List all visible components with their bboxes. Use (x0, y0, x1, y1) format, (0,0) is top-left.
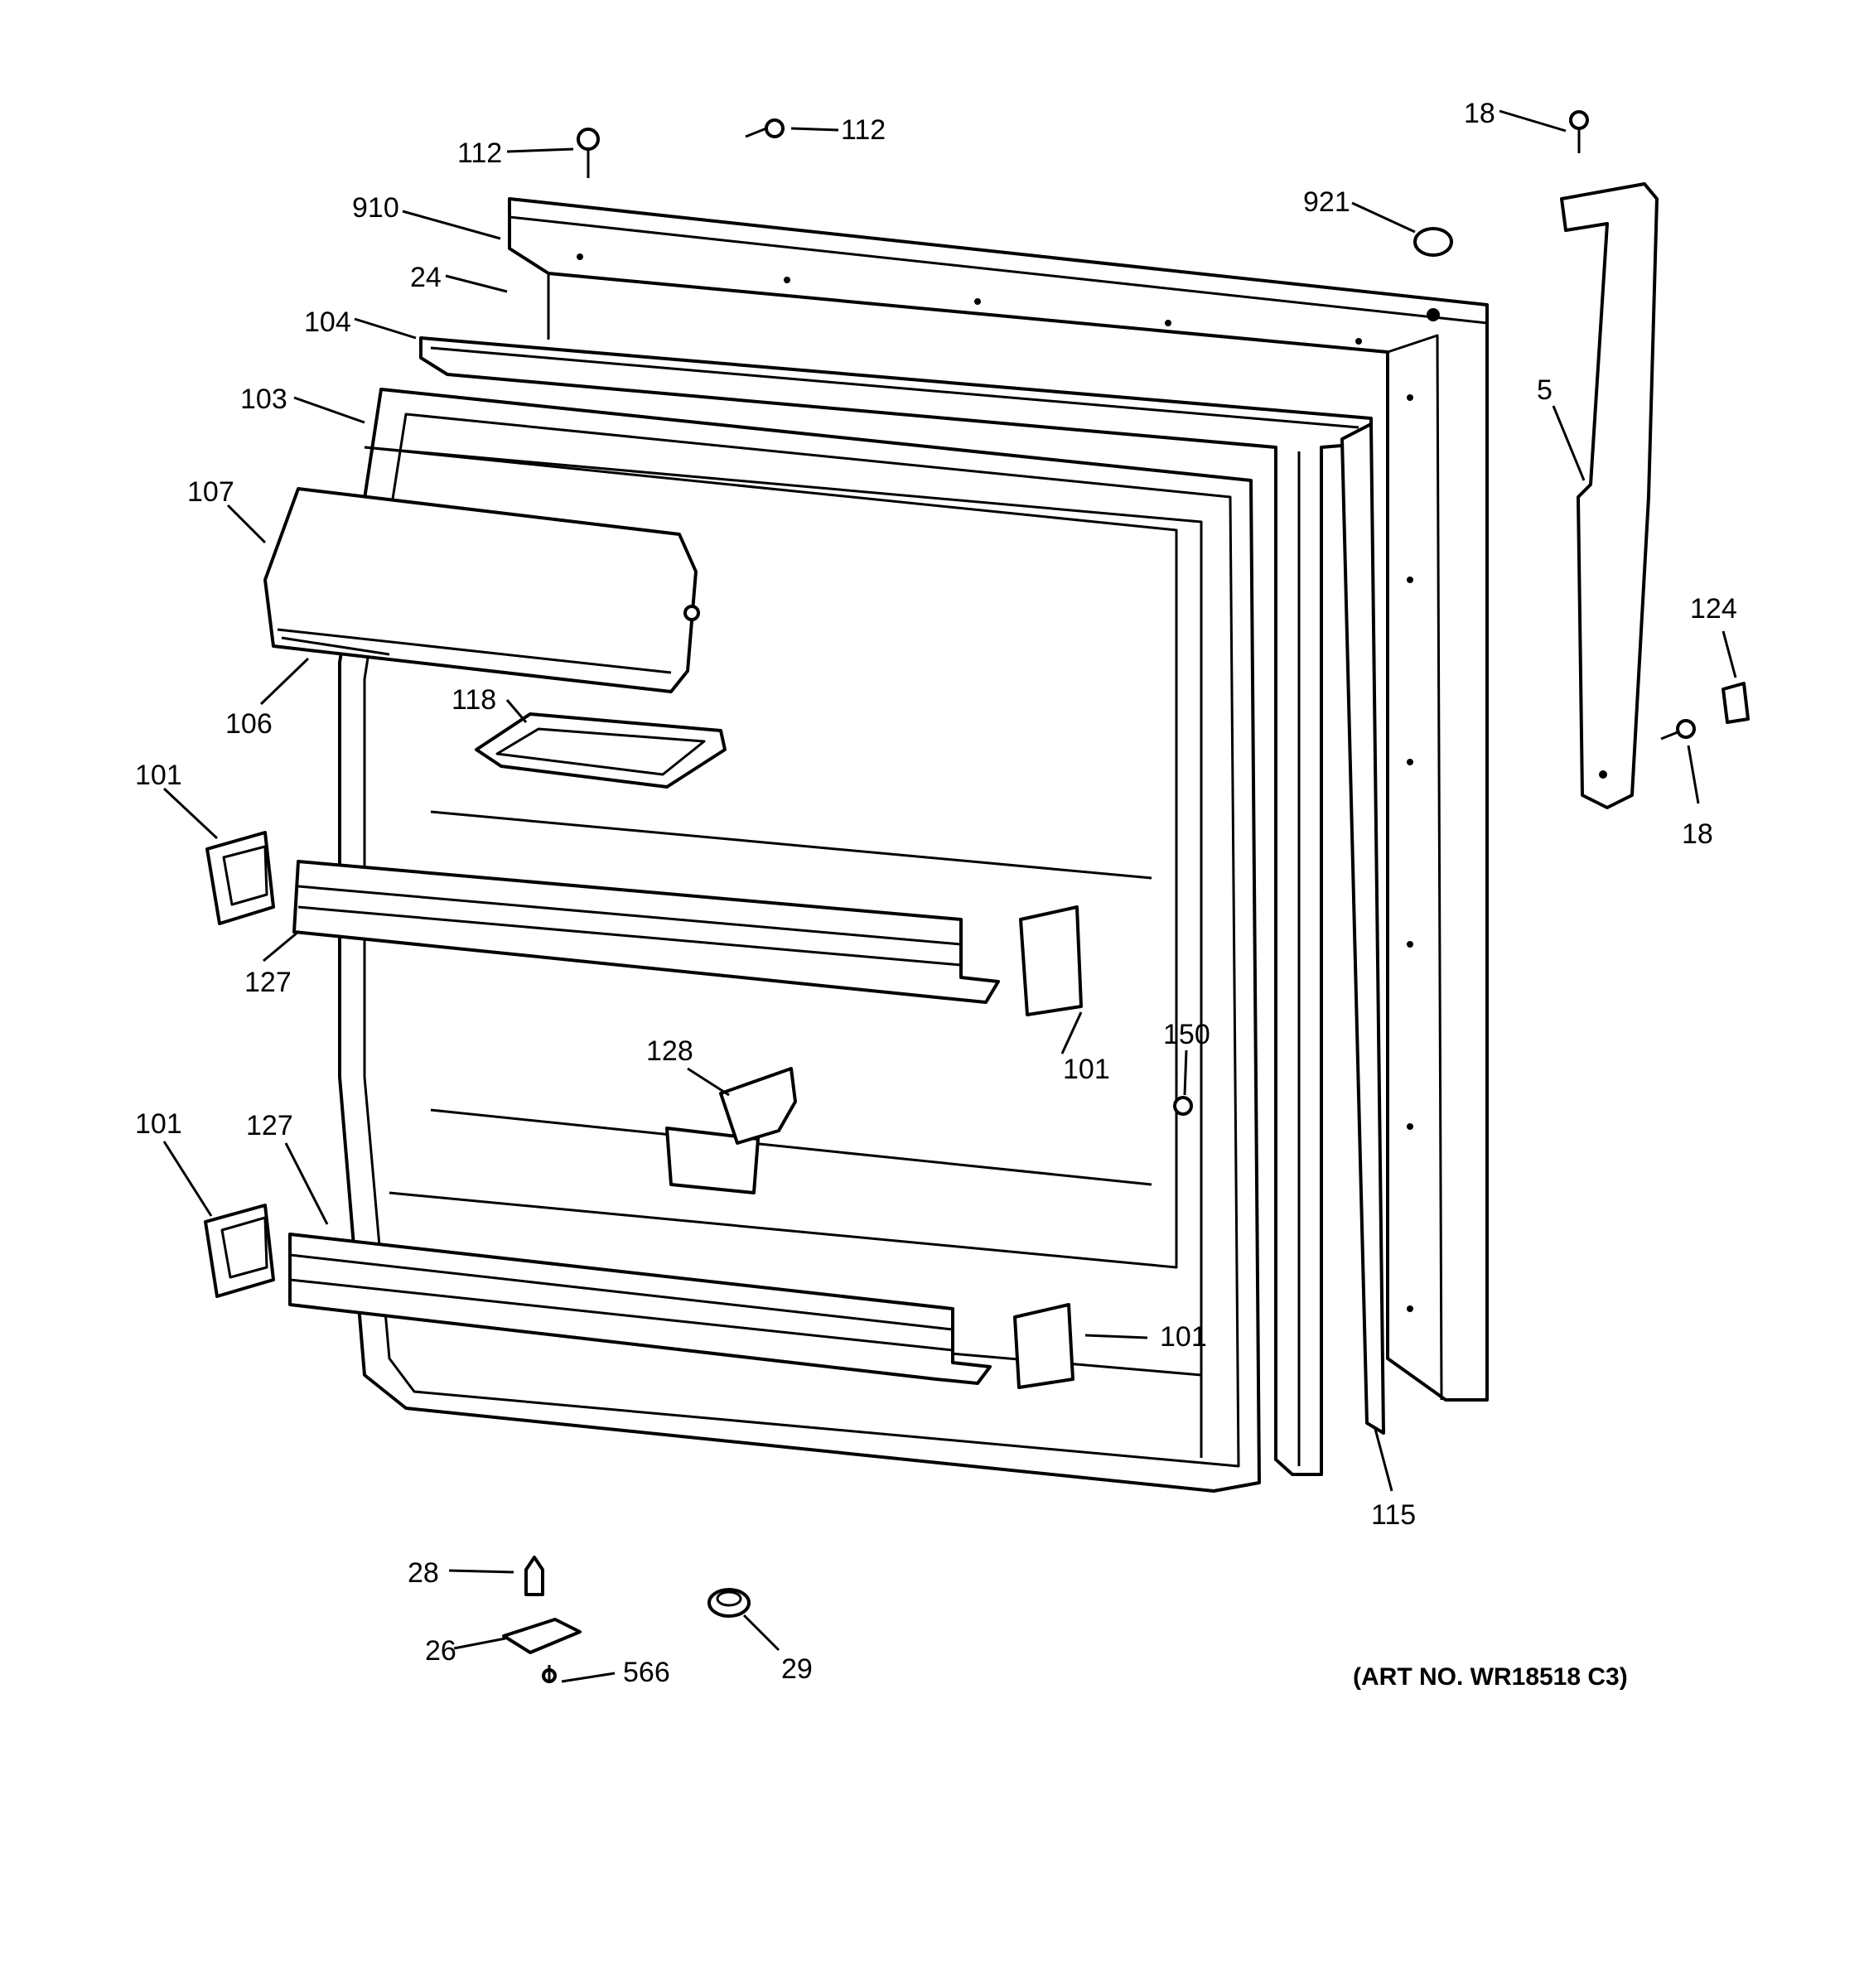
dairy-tray-118 (475, 712, 727, 789)
cap-124 (1722, 682, 1750, 724)
bumper-29 (707, 1588, 751, 1618)
callout-18-right: 18 (1682, 818, 1713, 850)
callout-127-lower: 127 (246, 1110, 293, 1141)
callout-18-top: 18 (1464, 98, 1495, 129)
callout-124: 124 (1690, 593, 1737, 625)
shelf-end-cap-101-right-upper (1019, 905, 1083, 1016)
callout-101-left-upper: 101 (135, 760, 182, 791)
callout-101-left-lower: 101 (135, 1108, 182, 1140)
shelf-bar-127-upper (292, 860, 1000, 1004)
hinge-5 (1560, 182, 1659, 809)
outer-door-910 (508, 197, 1489, 1402)
part-28 (524, 1556, 544, 1596)
callout-5: 5 (1537, 374, 1553, 406)
callout-26: 26 (425, 1635, 456, 1667)
screw-112-right (745, 118, 785, 138)
callout-921: 921 (1303, 186, 1350, 218)
screw-566 (542, 1665, 557, 1683)
screw-18-top (1569, 110, 1589, 153)
shelf-end-cap-101-right-lower (1013, 1303, 1074, 1389)
callout-115: 115 (1371, 1499, 1416, 1531)
screw-112-left (577, 128, 600, 178)
liner-upper-recess (364, 446, 1178, 1269)
callout-labels: 112 112 18 910 921 24 104 103 5 107 124 … (135, 98, 1737, 1691)
art-number-label: (ART NO. WR18518 C3) (1353, 1663, 1628, 1691)
callout-28: 28 (408, 1557, 439, 1589)
shelf-bar-127-lower (288, 1233, 992, 1385)
dairy-door-107 (263, 487, 700, 693)
callout-112-right: 112 (841, 114, 886, 146)
callout-107: 107 (187, 476, 234, 508)
callout-103: 103 (240, 384, 287, 415)
callout-112-left: 112 (457, 138, 502, 169)
callout-566: 566 (623, 1657, 670, 1688)
plug-921 (1413, 227, 1453, 257)
callout-127-upper: 127 (244, 967, 292, 998)
leader-lines (162, 109, 1737, 1683)
breaker-strip-115 (1340, 422, 1385, 1435)
shelf-end-cap-101-left-lower (204, 1204, 275, 1298)
shelf-end-cap-101-left-upper (205, 831, 275, 925)
callout-101-right-upper: 101 (1063, 1054, 1110, 1085)
bracket-128 (665, 1067, 797, 1194)
callout-128: 128 (646, 1035, 693, 1067)
callout-29: 29 (781, 1653, 813, 1685)
callout-104: 104 (304, 306, 351, 338)
callout-150: 150 (1163, 1019, 1210, 1050)
callout-101-right-lower: 101 (1160, 1321, 1207, 1353)
screw-150 (1173, 1096, 1193, 1116)
bracket-26 (502, 1618, 582, 1654)
callout-910: 910 (352, 192, 399, 224)
callout-106: 106 (225, 708, 273, 740)
screw-18-right (1660, 719, 1696, 741)
callout-24: 24 (410, 262, 442, 293)
callout-118: 118 (452, 684, 496, 716)
